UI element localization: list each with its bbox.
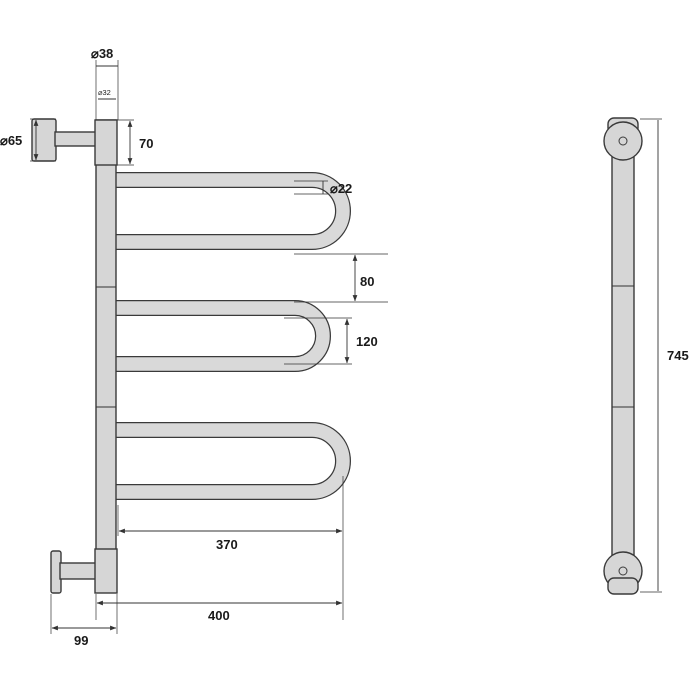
top-wall-bracket (31, 118, 98, 162)
rung-middle (116, 300, 331, 372)
bottom-end-cap (94, 548, 118, 594)
label-rung-spacing: 80 (360, 274, 374, 289)
bottom-wall-bracket (50, 550, 98, 594)
front-view (31, 118, 351, 594)
label-mount-height: 70 (139, 136, 153, 151)
label-inner-diameter: ⌀32 (98, 88, 111, 97)
label-loop-height: 120 (356, 334, 378, 349)
top-flange-side (603, 117, 643, 161)
dimension-lines (30, 60, 388, 634)
bottom-flange-side (603, 551, 643, 595)
label-total-width: 400 (208, 608, 230, 623)
rung-top (116, 172, 351, 250)
label-rung-diameter: ⌀22 (330, 181, 352, 196)
label-tube-diameter: ⌀38 (91, 46, 113, 61)
label-total-height: 745 (667, 348, 689, 363)
side-view (603, 117, 662, 595)
label-rung-length: 370 (216, 537, 238, 552)
rung-bottom (116, 422, 351, 500)
vertical-post (95, 119, 117, 593)
top-end-cap (94, 119, 118, 166)
dimension-labels: ⌀38 ⌀32 ⌀65 70 ⌀22 80 120 370 400 99 745 (0, 46, 689, 648)
label-wall-offset: 99 (74, 633, 88, 648)
label-flange-diameter: ⌀65 (0, 133, 22, 148)
